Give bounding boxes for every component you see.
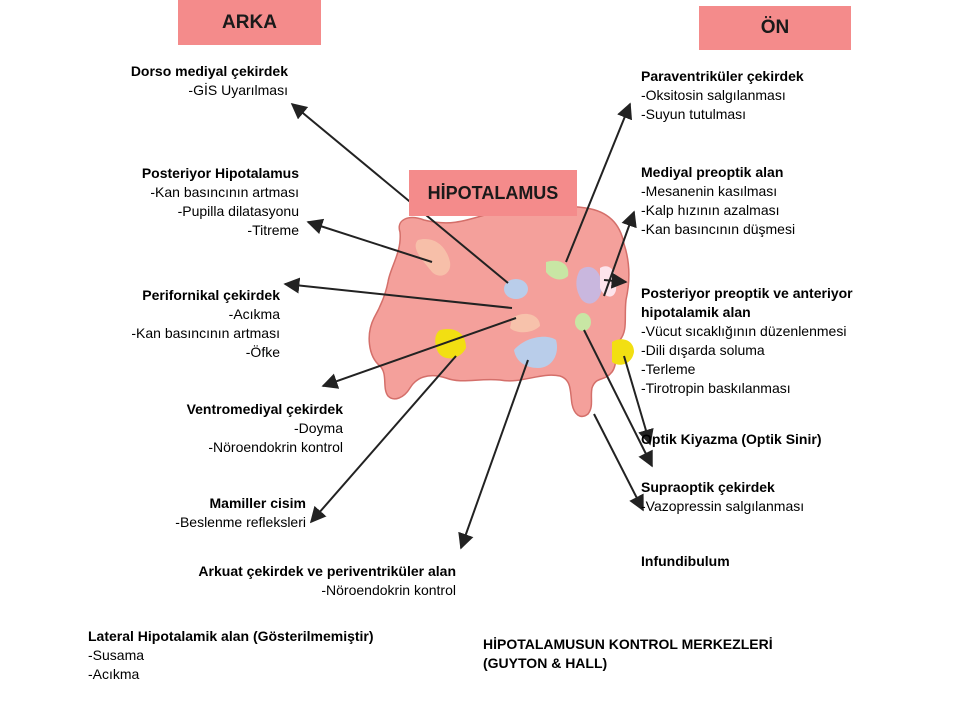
label-title: Optik Kiyazma (Optik Sinir) (641, 431, 822, 447)
arrow-infundibulum (593, 413, 644, 512)
front-label: ÖN (699, 6, 851, 50)
arrow-perifornical (283, 277, 513, 309)
label-line: -Mesanenin kasılması (641, 183, 778, 199)
arrow-ventromedial (321, 317, 517, 389)
medial-preoptic-area (576, 266, 602, 304)
label-medial-preoptic: Mediyal preoptik alan -Mesanenin kasılma… (641, 163, 795, 239)
label-arcuate: Arkuat çekirdek ve periventriküler alan … (60, 562, 456, 600)
label-line: -Acıkma (88, 666, 140, 682)
arrow-posterior-preoptic (603, 272, 628, 289)
label-title-continued: hipotalamik alan (641, 304, 751, 320)
caption-line-1: HİPOTALAMUSUN KONTROL MERKEZLERİ (483, 636, 773, 652)
label-title: Arkuat çekirdek ve periventriküler alan (198, 563, 456, 579)
label-supraoptic: Supraoptik çekirdek -Vazopressin salgıla… (641, 478, 804, 516)
paraventricular-nucleus (546, 260, 569, 280)
perifornical-nucleus (510, 313, 540, 333)
back-label: ARKA (178, 0, 321, 45)
caption-line-2: (GUYTON & HALL) (483, 655, 608, 671)
label-line: -Titreme (247, 222, 299, 238)
label-line: -Beslenme refleksleri (175, 514, 306, 530)
arrow-paraventricular (565, 102, 633, 263)
label-title: Supraoptik çekirdek (641, 479, 775, 495)
label-ventromedial: Ventromediyal çekirdek -Doyma -Nöroendok… (60, 400, 343, 457)
label-line: -Terleme (641, 361, 696, 377)
supraoptic-nucleus (575, 313, 591, 331)
label-line: -Suyun tutulması (641, 106, 747, 122)
arrow-optic-chiasm (623, 355, 654, 446)
posterior-hypothalamus-region (415, 238, 451, 276)
arcuate-nucleus (514, 336, 558, 368)
label-line: -Kan basıncının düşmesi (641, 221, 796, 237)
label-line: -Doyma (293, 420, 343, 436)
label-line: -Oksitosin salgılanması (641, 87, 786, 103)
label-perifornical: Perifornikal çekirdek -Acıkma -Kan basın… (60, 286, 280, 362)
arrow-posterior (306, 218, 433, 263)
label-paraventricular: Paraventriküler çekirdek -Oksitosin salg… (641, 67, 804, 124)
label-line: -Kan basıncının artması (131, 325, 280, 341)
label-line: -Tirotropin baskılanması (641, 380, 791, 396)
label-title: Posteriyor preoptik ve anteriyor (641, 285, 853, 301)
label-posterior-hypothalamus: Posteriyor Hipotalamus -Kan basıncının a… (60, 164, 299, 240)
hypothalamus-title: HİPOTALAMUS (409, 170, 577, 216)
label-title: Perifornikal çekirdek (142, 287, 280, 303)
label-optic-chiasm: Optik Kiyazma (Optik Sinir) (641, 430, 821, 449)
label-line: -Kalp hızının azalması (641, 202, 780, 218)
label-line: -Susama (88, 647, 145, 663)
arrow-dorsomedial (290, 102, 509, 284)
label-infundibulum: Infundibulum (641, 552, 730, 571)
label-title: Paraventriküler çekirdek (641, 68, 804, 84)
arrow-arcuate (458, 359, 529, 550)
label-line: -Nöroendokrin kontrol (321, 582, 456, 598)
label-posterior-preoptic: Posteriyor preoptik ve anteriyor hipotal… (641, 284, 853, 398)
label-title: Mamiller cisim (209, 495, 307, 511)
label-line: -Öfke (245, 344, 280, 360)
label-line: -Pupilla dilatasyonu (177, 203, 299, 219)
caption: HİPOTALAMUSUN KONTROL MERKEZLERİ (GUYTON… (483, 635, 773, 673)
label-line: -Vazopressin salgılanması (641, 498, 805, 514)
arrow-medial-preoptic (603, 210, 637, 297)
optic-chiasm (612, 339, 634, 365)
label-dorsomedial: Dorso mediyal çekirdek -GİS Uyarılması (60, 62, 288, 100)
label-line: -Dili dışarda soluma (641, 342, 765, 358)
label-line: -Acıkma (228, 306, 280, 322)
label-mammillary: Mamiller cisim -Beslenme refleksleri (60, 494, 306, 532)
hypothalamus-section (368, 205, 630, 418)
label-line: -Nöroendokrin kontrol (208, 439, 343, 455)
label-lateral-hypothalamic: Lateral Hipotalamik alan (Gösterilmemişt… (88, 627, 374, 684)
label-title: Ventromediyal çekirdek (186, 401, 343, 417)
label-title: Dorso mediyal çekirdek (130, 63, 288, 79)
label-title: Infundibulum (641, 553, 730, 569)
label-title: Posteriyor Hipotalamus (141, 165, 299, 181)
label-title: Mediyal preoptik alan (641, 164, 784, 180)
ventromedial-nucleus (435, 328, 466, 359)
label-line: -Vücut sıcaklığının düzenlenmesi (641, 323, 847, 339)
label-line: -Kan basıncının artması (150, 184, 299, 200)
arrow-mammillary (309, 355, 457, 524)
dorsomedial-nucleus (504, 279, 528, 299)
label-line: -GİS Uyarılması (188, 82, 288, 98)
label-title: Lateral Hipotalamik alan (Gösterilmemişt… (88, 628, 374, 644)
